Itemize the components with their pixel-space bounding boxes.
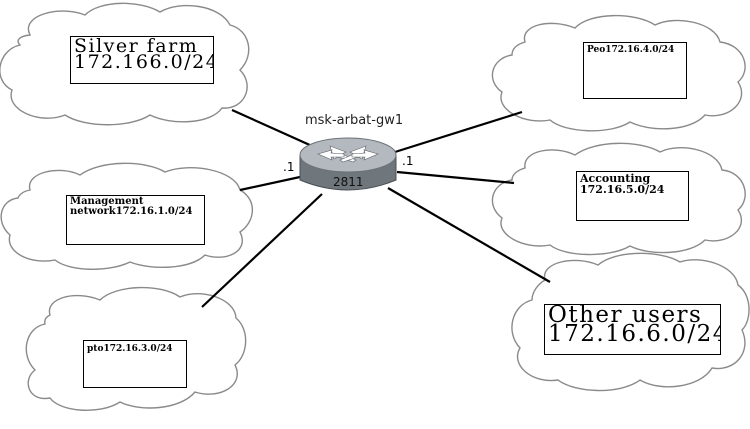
link-accounting xyxy=(396,170,515,185)
link-other-users xyxy=(387,187,551,283)
link-peo xyxy=(394,110,523,154)
peo-subnet: Peo172.16.4.0/24 xyxy=(587,45,675,55)
accounting-subnet: 172.16.5.0/24 xyxy=(580,183,665,196)
network-box-accounting: Accounting 172.16.5.0/24 xyxy=(576,171,689,221)
link-silver-farm xyxy=(231,108,313,148)
other-users-subnet: 172.16.6.0/24 xyxy=(548,321,721,347)
accounting-name: Accounting xyxy=(580,172,651,185)
router-hostname: msk-arbat-gw1 xyxy=(305,113,404,128)
network-box-management: Management network172.16.1.0/24 xyxy=(66,195,205,245)
left-interface-label: .1 xyxy=(283,160,295,174)
silver-farm-subnet: 172.166.0/24 xyxy=(74,51,214,73)
link-pto xyxy=(201,193,323,308)
network-box-silver-farm: Silver farm 172.166.0/24 xyxy=(70,36,214,84)
right-interface-label: .1 xyxy=(402,154,414,168)
network-box-other-users: Other users 172.16.6.0/24 xyxy=(544,304,721,355)
management-subnet: network172.16.1.0/24 xyxy=(70,206,193,217)
link-management xyxy=(239,175,301,192)
router-icon xyxy=(299,137,397,191)
management-name: Management xyxy=(70,196,144,207)
silver-farm-name: Silver farm xyxy=(74,36,199,57)
other-users-name: Other users xyxy=(548,304,703,328)
router-model: 2811 xyxy=(333,175,364,189)
network-box-pto: pto172.16.3.0/24 xyxy=(83,340,187,388)
network-box-peo: Peo172.16.4.0/24 xyxy=(583,42,687,99)
pto-subnet: pto172.16.3.0/24 xyxy=(87,344,173,354)
